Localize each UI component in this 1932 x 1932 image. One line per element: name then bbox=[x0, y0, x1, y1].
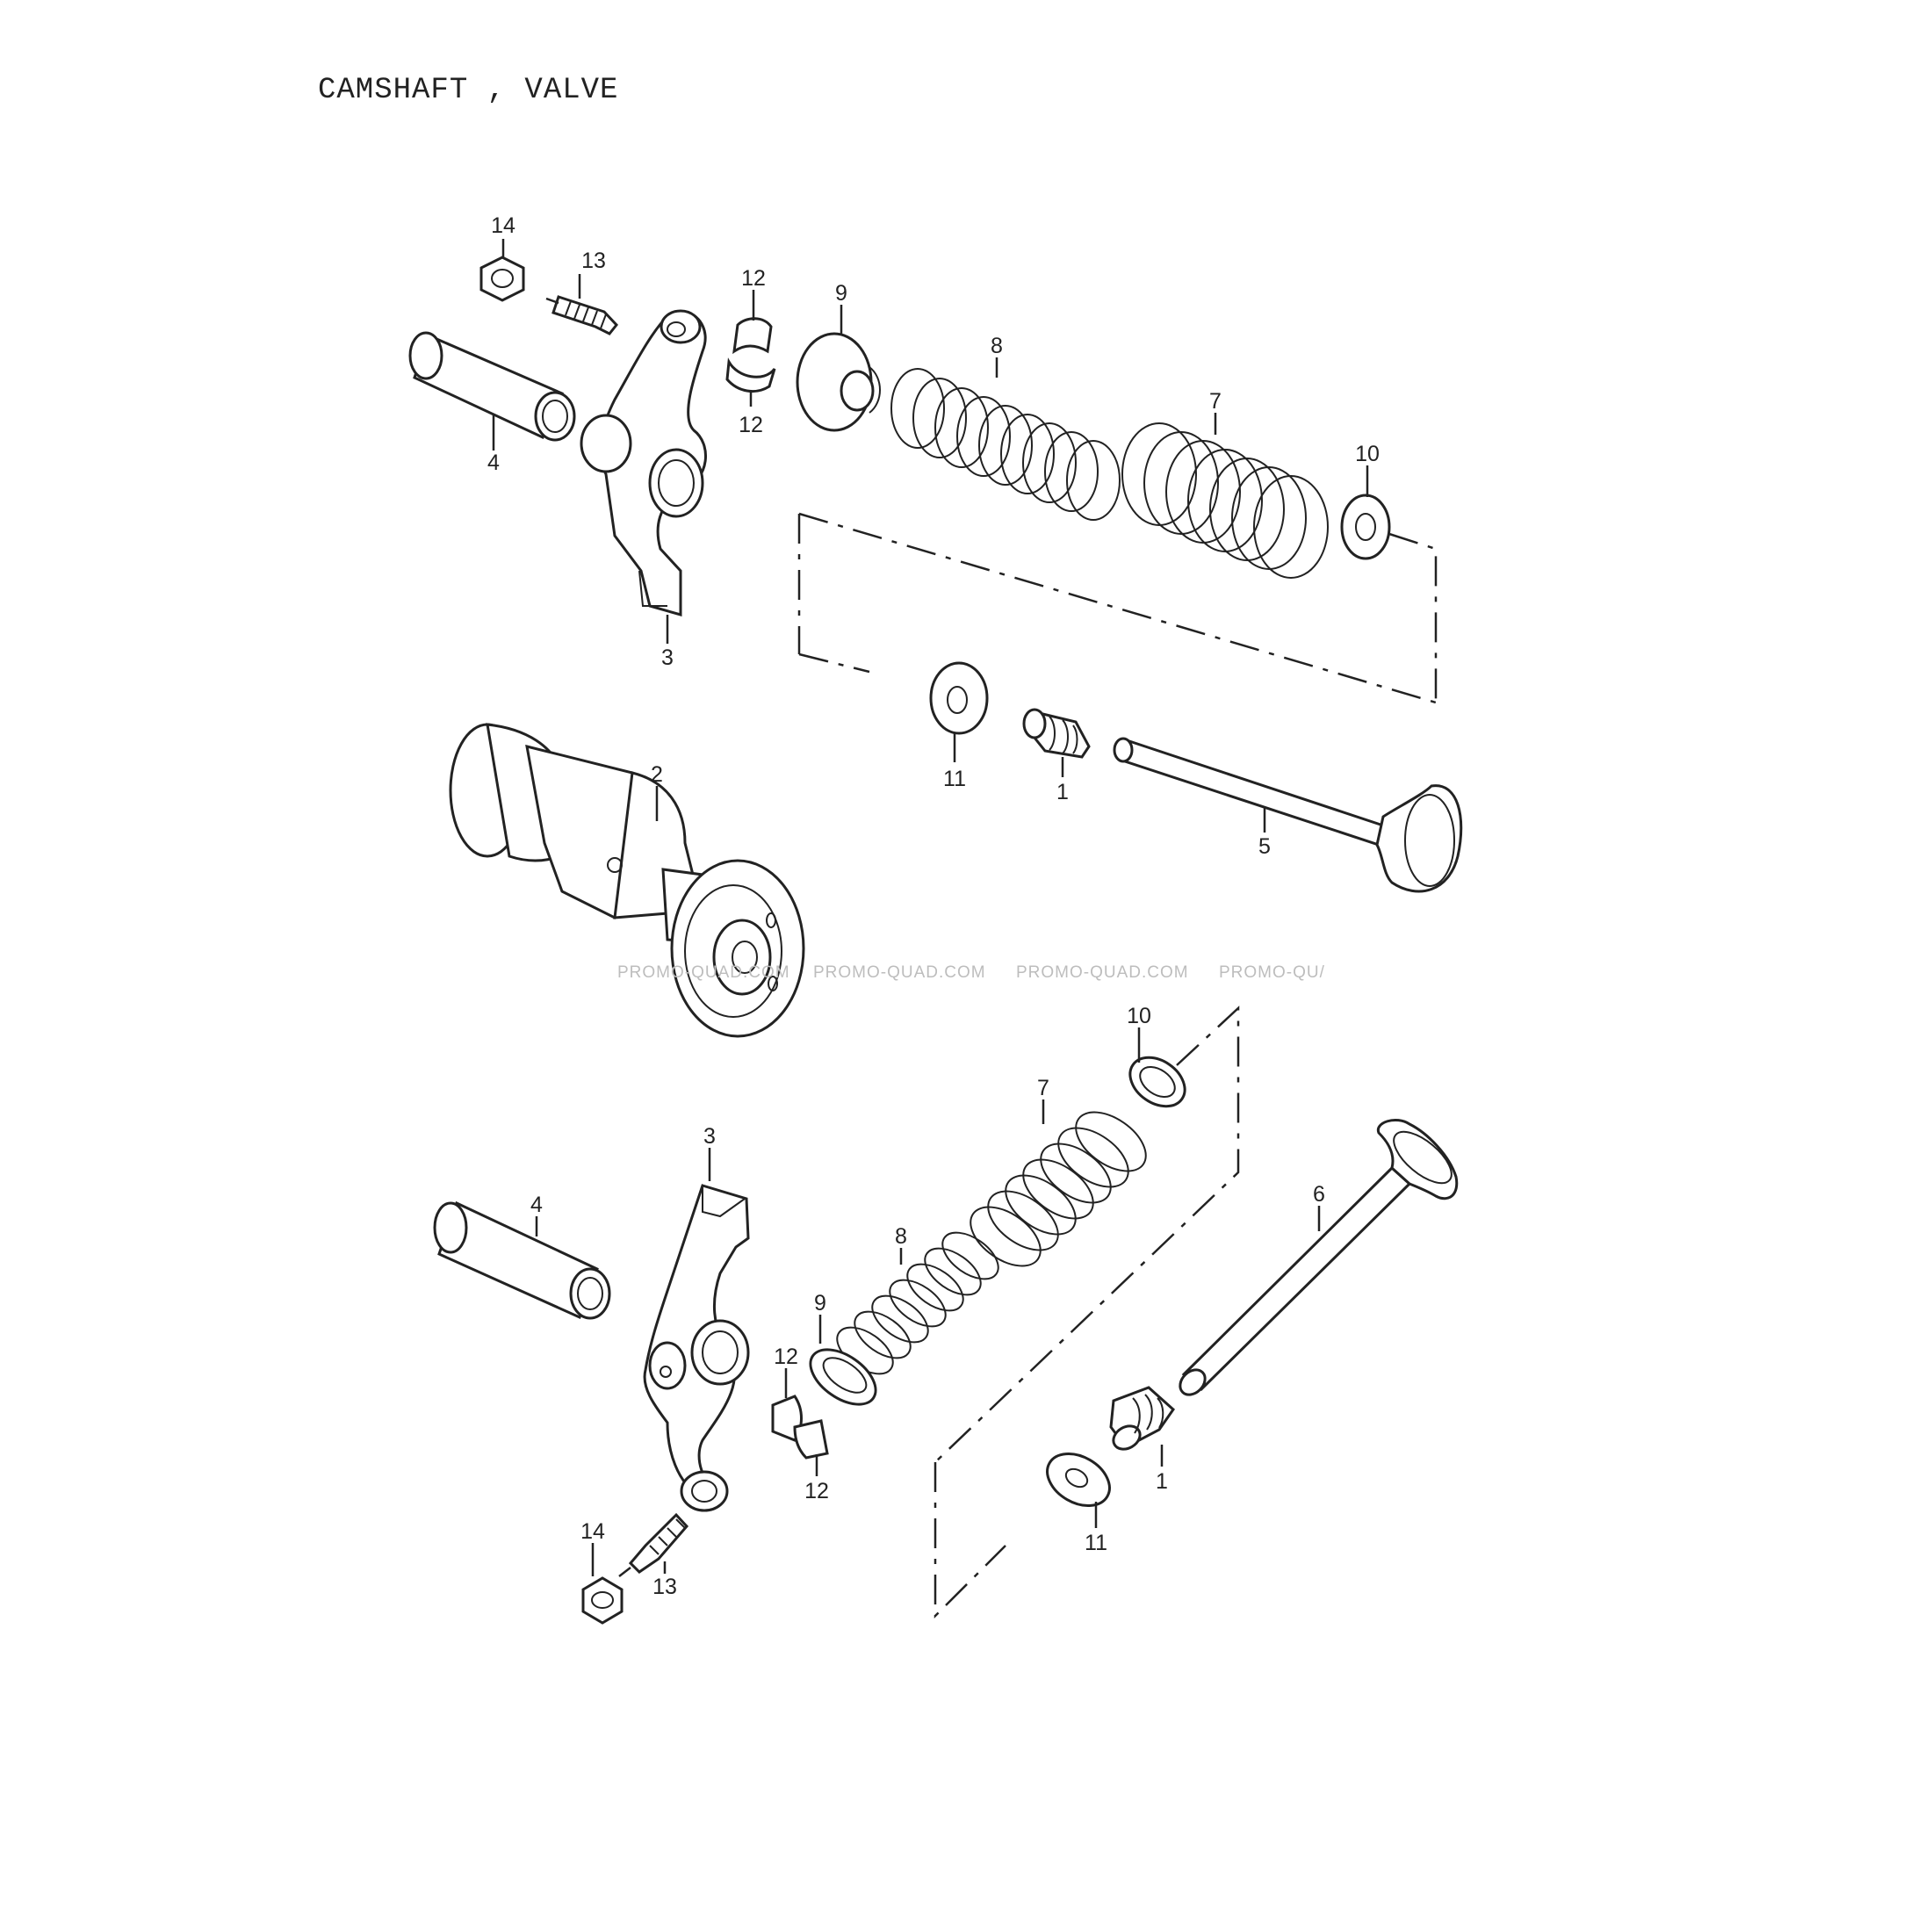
callout-14-top: 14 bbox=[491, 213, 515, 238]
watermark-1: PROMO-QUAD.COM bbox=[617, 963, 790, 982]
nut-14-top bbox=[479, 256, 525, 302]
callout-8-bottom: 8 bbox=[895, 1224, 907, 1249]
inner-spring-8-top bbox=[890, 368, 1121, 521]
rocker-arm-3-bottom bbox=[643, 1184, 750, 1512]
valve-5-top bbox=[1113, 737, 1463, 893]
watermark-3: PROMO-QUAD.COM bbox=[1016, 963, 1189, 982]
washer-11-bottom bbox=[1046, 1453, 1111, 1507]
cotter-12-bottom-b bbox=[793, 1419, 829, 1460]
spring-retainer-9-top bbox=[796, 332, 881, 432]
callout-2: 2 bbox=[651, 762, 663, 787]
stem-seal-1-bottom bbox=[1109, 1386, 1175, 1451]
callout-12-top-a: 12 bbox=[741, 266, 766, 291]
nut-14-bottom bbox=[581, 1576, 624, 1625]
callout-13-top: 13 bbox=[581, 249, 606, 273]
spring-retainer-9-bottom bbox=[809, 1348, 877, 1406]
callout-12-top-b: 12 bbox=[739, 413, 763, 437]
rocker-arm-3-top bbox=[580, 309, 707, 616]
spring-seat-10-bottom bbox=[1128, 1056, 1186, 1108]
callout-3-top: 3 bbox=[661, 645, 674, 670]
cotter-12-top-b bbox=[725, 357, 776, 393]
camshaft-2 bbox=[449, 723, 805, 1038]
callout-3-bottom: 3 bbox=[703, 1124, 716, 1149]
outer-spring-7-top bbox=[1121, 422, 1329, 579]
callout-5: 5 bbox=[1258, 834, 1271, 859]
callout-7-bottom: 7 bbox=[1037, 1076, 1049, 1100]
callout-8-top: 8 bbox=[991, 334, 1003, 358]
callout-9-top: 9 bbox=[835, 281, 847, 306]
callout-12-bottom-b: 12 bbox=[804, 1479, 829, 1503]
adjust-screw-13-bottom bbox=[618, 1512, 689, 1577]
callout-1-bottom: 1 bbox=[1156, 1469, 1168, 1494]
callout-10-top: 10 bbox=[1355, 442, 1380, 466]
callout-13-bottom: 13 bbox=[652, 1575, 677, 1599]
cotter-12-top-a bbox=[732, 317, 773, 355]
alignment-line-bottom bbox=[934, 1006, 1240, 1619]
callout-4-top: 4 bbox=[487, 451, 500, 475]
outer-spring-7-bottom bbox=[970, 1111, 1147, 1267]
rocker-shaft-4-top bbox=[408, 331, 576, 442]
callout-1-top: 1 bbox=[1056, 780, 1069, 804]
callout-4-bottom: 4 bbox=[530, 1193, 543, 1217]
spring-seat-10-top bbox=[1340, 494, 1391, 560]
alignment-line-top bbox=[797, 512, 1438, 704]
watermark-4: PROMO-QU/ bbox=[1219, 963, 1325, 982]
callout-9-bottom: 9 bbox=[814, 1291, 826, 1316]
callout-6: 6 bbox=[1313, 1182, 1325, 1207]
callout-14-bottom: 14 bbox=[580, 1519, 605, 1544]
callout-12-bottom-a: 12 bbox=[774, 1344, 798, 1369]
inner-spring-8-bottom bbox=[836, 1231, 999, 1375]
callout-7-top: 7 bbox=[1209, 389, 1222, 414]
rocker-shaft-4-bottom bbox=[433, 1200, 611, 1320]
stem-seal-1-top bbox=[1022, 708, 1091, 759]
watermark-2: PROMO-QUAD.COM bbox=[813, 963, 986, 982]
callout-11-top: 11 bbox=[943, 767, 966, 791]
callout-10-bottom: 10 bbox=[1127, 1004, 1151, 1028]
leader-lines bbox=[492, 239, 1369, 1576]
valve-6-bottom bbox=[1179, 1119, 1459, 1396]
washer-11-top bbox=[929, 661, 989, 735]
adjust-screw-13-top bbox=[545, 295, 618, 335]
page-title: CAMSHAFT , VALVE bbox=[318, 74, 619, 107]
callout-11-bottom: 11 bbox=[1085, 1531, 1107, 1555]
